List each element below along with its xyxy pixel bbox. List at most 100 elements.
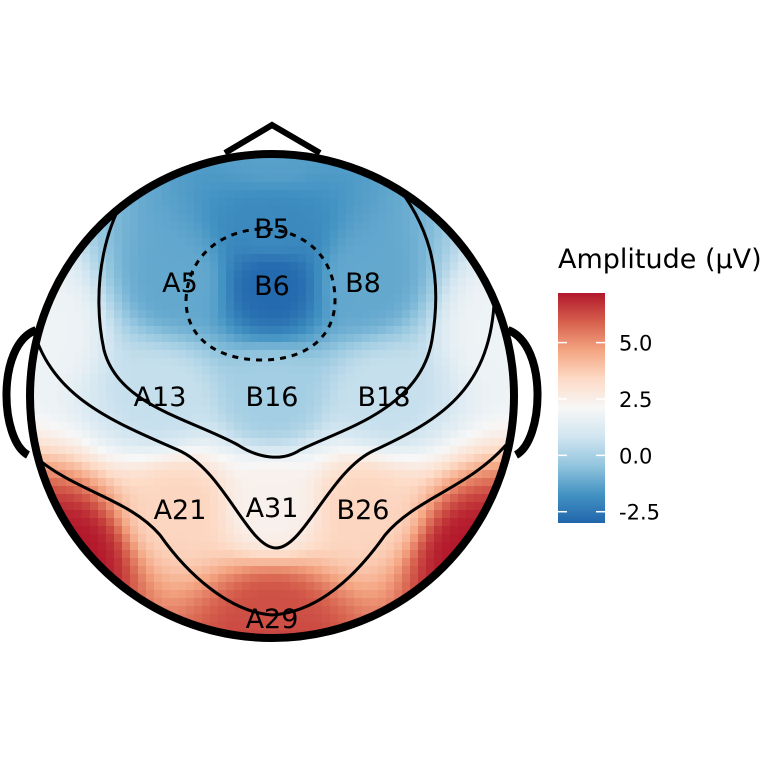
- heatmap-cell: [346, 414, 355, 423]
- heatmap-cell: [434, 334, 443, 343]
- heatmap-cell: [298, 542, 307, 551]
- heatmap-cell: [82, 286, 91, 295]
- heatmap-cell: [242, 230, 251, 239]
- heatmap-cell: [234, 590, 243, 599]
- heatmap-cell: [34, 430, 43, 439]
- heatmap-cell: [122, 406, 131, 415]
- left-ear-outline: [2, 326, 38, 459]
- heatmap-cell: [338, 398, 347, 407]
- heatmap-cell: [202, 422, 211, 431]
- heatmap-cell: [442, 462, 451, 471]
- heatmap-cell: [266, 510, 275, 519]
- heatmap-cell: [314, 518, 323, 527]
- heatmap-cell: [282, 462, 291, 471]
- heatmap-cell: [58, 390, 67, 399]
- heatmap-cell: [266, 286, 275, 295]
- legend-colorbar: [558, 293, 605, 523]
- heatmap-cell: [306, 502, 315, 511]
- heatmap-cell: [162, 390, 171, 399]
- heatmap-cell: [250, 438, 259, 447]
- heatmap-cell: [34, 382, 43, 391]
- heatmap-cell: [202, 222, 211, 231]
- heatmap-cell: [90, 542, 99, 551]
- heatmap-cell: [162, 454, 171, 463]
- heatmap-cell: [242, 262, 251, 271]
- heatmap-cell: [362, 398, 371, 407]
- heatmap-cell: [154, 374, 163, 383]
- heatmap-cell: [258, 422, 267, 431]
- heatmap-cell: [314, 422, 323, 431]
- heatmap-cell: [162, 206, 171, 215]
- heatmap-cell: [250, 566, 259, 575]
- heatmap-cell: [122, 302, 131, 311]
- heatmap-cell: [170, 478, 179, 487]
- heatmap-cell: [202, 342, 211, 351]
- heatmap-cell: [298, 262, 307, 271]
- heatmap-cell: [370, 358, 379, 367]
- heatmap-cell: [250, 334, 259, 343]
- heatmap-cell: [66, 430, 75, 439]
- heatmap-cell: [186, 310, 195, 319]
- heatmap-cell: [58, 454, 67, 463]
- heatmap-cell: [458, 414, 467, 423]
- heatmap-cell: [450, 414, 459, 423]
- heatmap-cell: [298, 254, 307, 263]
- heatmap-cell: [106, 302, 115, 311]
- heatmap-cell: [130, 358, 139, 367]
- heatmap-cell: [186, 398, 195, 407]
- heatmap-cell: [130, 566, 139, 575]
- heatmap-cell: [210, 486, 219, 495]
- heatmap-cell: [122, 254, 131, 263]
- heatmap-cell: [442, 326, 451, 335]
- heatmap-cell: [386, 326, 395, 335]
- heatmap-cell: [162, 510, 171, 519]
- heatmap-cell: [466, 486, 475, 495]
- heatmap-cell: [82, 502, 91, 511]
- heatmap-cell: [442, 318, 451, 327]
- heatmap-cell: [378, 198, 387, 207]
- heatmap-cell: [378, 222, 387, 231]
- heatmap-cell: [410, 294, 419, 303]
- heatmap-cell: [226, 606, 235, 615]
- heatmap-cell: [354, 294, 363, 303]
- heatmap-cell: [170, 158, 179, 167]
- heatmap-cell: [282, 230, 291, 239]
- heatmap-cell: [394, 270, 403, 279]
- heatmap-cell: [250, 486, 259, 495]
- heatmap-cell: [330, 166, 339, 175]
- heatmap-cell: [202, 494, 211, 503]
- heatmap-cell: [170, 254, 179, 263]
- heatmap-cell: [146, 502, 155, 511]
- heatmap-cell: [426, 550, 435, 559]
- heatmap-cell: [394, 566, 403, 575]
- heatmap-cell: [306, 430, 315, 439]
- heatmap-cell: [330, 366, 339, 375]
- heatmap-cell: [354, 310, 363, 319]
- heatmap-cell: [370, 382, 379, 391]
- heatmap-cell: [30, 462, 35, 471]
- heatmap-cell: [146, 214, 155, 223]
- heatmap-cell: [234, 598, 243, 607]
- heatmap-cell: [138, 454, 147, 463]
- heatmap-cell: [306, 614, 315, 623]
- heatmap-cell: [202, 566, 211, 575]
- heatmap-cell: [498, 422, 507, 431]
- heatmap-cell: [58, 534, 67, 543]
- heatmap-cell: [386, 414, 395, 423]
- heatmap-cell: [202, 454, 211, 463]
- heatmap-cell: [138, 414, 147, 423]
- heatmap-cell: [258, 246, 267, 255]
- heatmap-cell: [178, 430, 187, 439]
- heatmap-cell: [114, 502, 123, 511]
- heatmap-cell: [234, 494, 243, 503]
- heatmap-cell: [274, 502, 283, 511]
- heatmap-cell: [346, 406, 355, 415]
- heatmap-cell: [90, 526, 99, 535]
- heatmap-cell: [66, 334, 75, 343]
- heatmap-cell: [290, 334, 299, 343]
- heatmap-cell: [274, 222, 283, 231]
- heatmap-cell: [410, 438, 419, 447]
- heatmap-cell: [194, 486, 203, 495]
- heatmap-cell: [162, 582, 171, 591]
- heatmap-cell: [482, 318, 491, 327]
